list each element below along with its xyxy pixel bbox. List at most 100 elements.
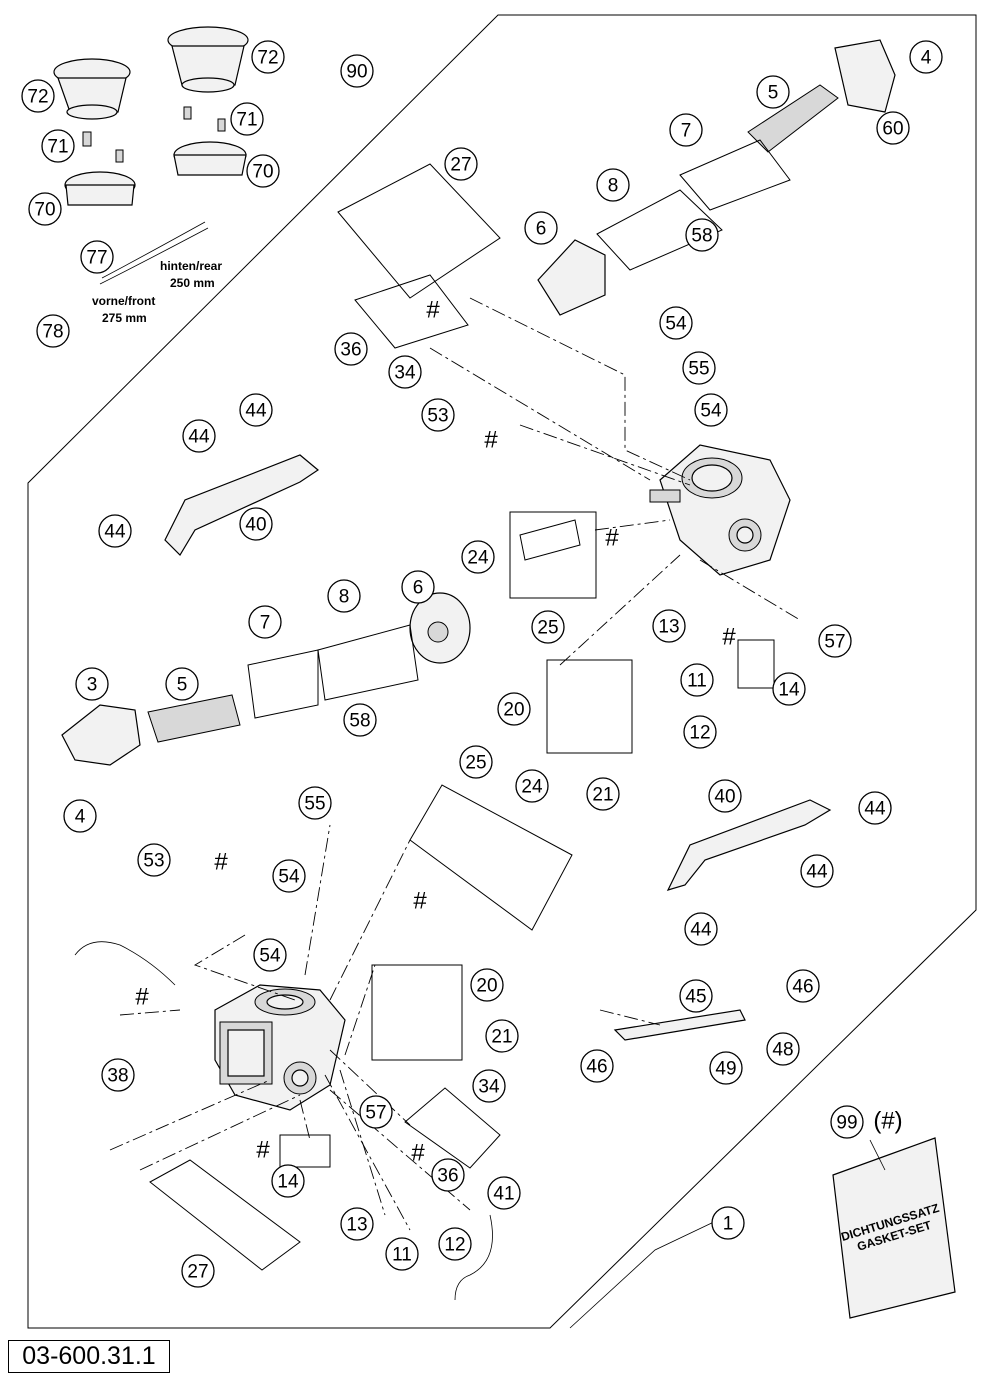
callout-3: 3 [75, 667, 109, 701]
callout-label: 4 [75, 807, 86, 828]
upper-carburetor-body [649, 444, 791, 576]
callout-label: 1 [723, 1214, 734, 1235]
sub-assembly-boxes [149, 139, 791, 1271]
callout-46: 46 [786, 969, 820, 1003]
callout-label: 57 [365, 1103, 386, 1124]
callout-8: 8 [327, 579, 361, 613]
callout-label: 27 [450, 155, 471, 176]
callout-label: 70 [252, 162, 273, 183]
callout-54: 54 [253, 938, 287, 972]
callout-label: 49 [715, 1059, 736, 1080]
callout-25: 25 [531, 610, 565, 644]
callout-4: 4 [63, 799, 97, 833]
callout-label: 54 [259, 946, 281, 967]
callout-11: 11 [385, 1237, 419, 1271]
callout-label: 46 [792, 977, 813, 998]
callout-72: 72 [251, 40, 285, 74]
callout-70: 70 [246, 154, 280, 188]
callout-label: 34 [394, 363, 416, 384]
callout-label: 38 [107, 1066, 128, 1087]
tube-label-rear: hinten/rear [160, 259, 222, 273]
kit-marker: (#) [873, 1108, 902, 1135]
callout-27: 27 [444, 147, 478, 181]
callout-8: 8 [596, 168, 630, 202]
callout-label: 36 [437, 1166, 458, 1187]
callout-label: 55 [304, 794, 325, 815]
callout-12: 12 [438, 1227, 472, 1261]
callout-label: 13 [346, 1215, 367, 1236]
callout-13: 13 [340, 1207, 374, 1241]
hash-mark: # [256, 1137, 270, 1164]
callout-58: 58 [343, 703, 377, 737]
callout-label: 54 [278, 867, 300, 888]
callout-49: 49 [709, 1051, 743, 1085]
hash-mark: # [413, 888, 427, 915]
hash-mark: # [214, 849, 228, 876]
callout-40: 40 [239, 507, 273, 541]
callout-label: 44 [864, 799, 886, 820]
gasket-kit-bag: DICHTUNGSSATZ GASKET-SET [832, 1137, 956, 1319]
callout-label: 21 [592, 785, 613, 806]
callout-label: 20 [503, 700, 524, 721]
callout-36: 36 [431, 1158, 465, 1192]
callout-27: 27 [181, 1254, 215, 1288]
callout-label: 55 [688, 359, 709, 380]
callout-13: 13 [652, 609, 686, 643]
callout-label: 78 [42, 322, 63, 343]
callout-20: 20 [470, 968, 504, 1002]
callout-label: 40 [714, 787, 735, 808]
callout-60: 60 [876, 111, 910, 145]
callout-label: 46 [586, 1057, 607, 1078]
callout-36: 36 [334, 332, 368, 366]
callout-45: 45 [679, 979, 713, 1013]
callout-57: 57 [359, 1095, 393, 1129]
callout-70: 70 [28, 192, 62, 226]
callout-24: 24 [461, 540, 495, 574]
callout-7: 7 [669, 113, 703, 147]
callout-label: 34 [478, 1077, 500, 1098]
callout-label: 8 [608, 176, 619, 197]
callout-53: 53 [137, 843, 171, 877]
callout-44: 44 [684, 912, 718, 946]
tube-length-front: 275 mm [102, 311, 147, 325]
hash-mark: # [484, 427, 498, 454]
callout-55: 55 [682, 351, 716, 385]
callout-38: 38 [101, 1058, 135, 1092]
callout-label: 27 [187, 1262, 208, 1283]
callout-34: 34 [472, 1069, 506, 1103]
callout-label: 44 [690, 920, 712, 941]
callout-label: 45 [685, 987, 706, 1008]
callout-label: 48 [772, 1040, 793, 1061]
callout-label: 14 [778, 680, 800, 701]
callout-25: 25 [459, 745, 493, 779]
callout-58: 58 [685, 218, 719, 252]
callout-label: 24 [467, 548, 489, 569]
callout-label: 11 [392, 1245, 412, 1266]
callout-24: 24 [515, 769, 549, 803]
callout-54: 54 [659, 306, 693, 340]
hash-mark: # [411, 1140, 425, 1167]
assembly-frame [27, 14, 977, 1329]
hash-mark: # [426, 297, 440, 324]
callout-label: 40 [245, 515, 266, 536]
callout-34: 34 [388, 355, 422, 389]
callout-44: 44 [98, 514, 132, 548]
callout-label: 60 [882, 119, 903, 140]
callout-72: 72 [21, 79, 55, 113]
callout-77: 77 [80, 240, 114, 274]
callout-label: 21 [491, 1027, 512, 1048]
callout-label: 53 [427, 406, 448, 427]
callout-label: 44 [245, 401, 267, 422]
callout-label: 6 [413, 578, 424, 599]
callout-label: 44 [806, 862, 828, 883]
callout-90: 90 [340, 54, 374, 88]
callout-label: 72 [27, 87, 48, 108]
lower-carburetor-body [214, 984, 346, 1111]
callout-11: 11 [680, 663, 714, 697]
guide-lines [74, 297, 801, 1329]
callout-46: 46 [580, 1049, 614, 1083]
callout-6: 6 [401, 570, 435, 604]
callout-label: 41 [493, 1184, 514, 1205]
callout-20: 20 [497, 692, 531, 726]
